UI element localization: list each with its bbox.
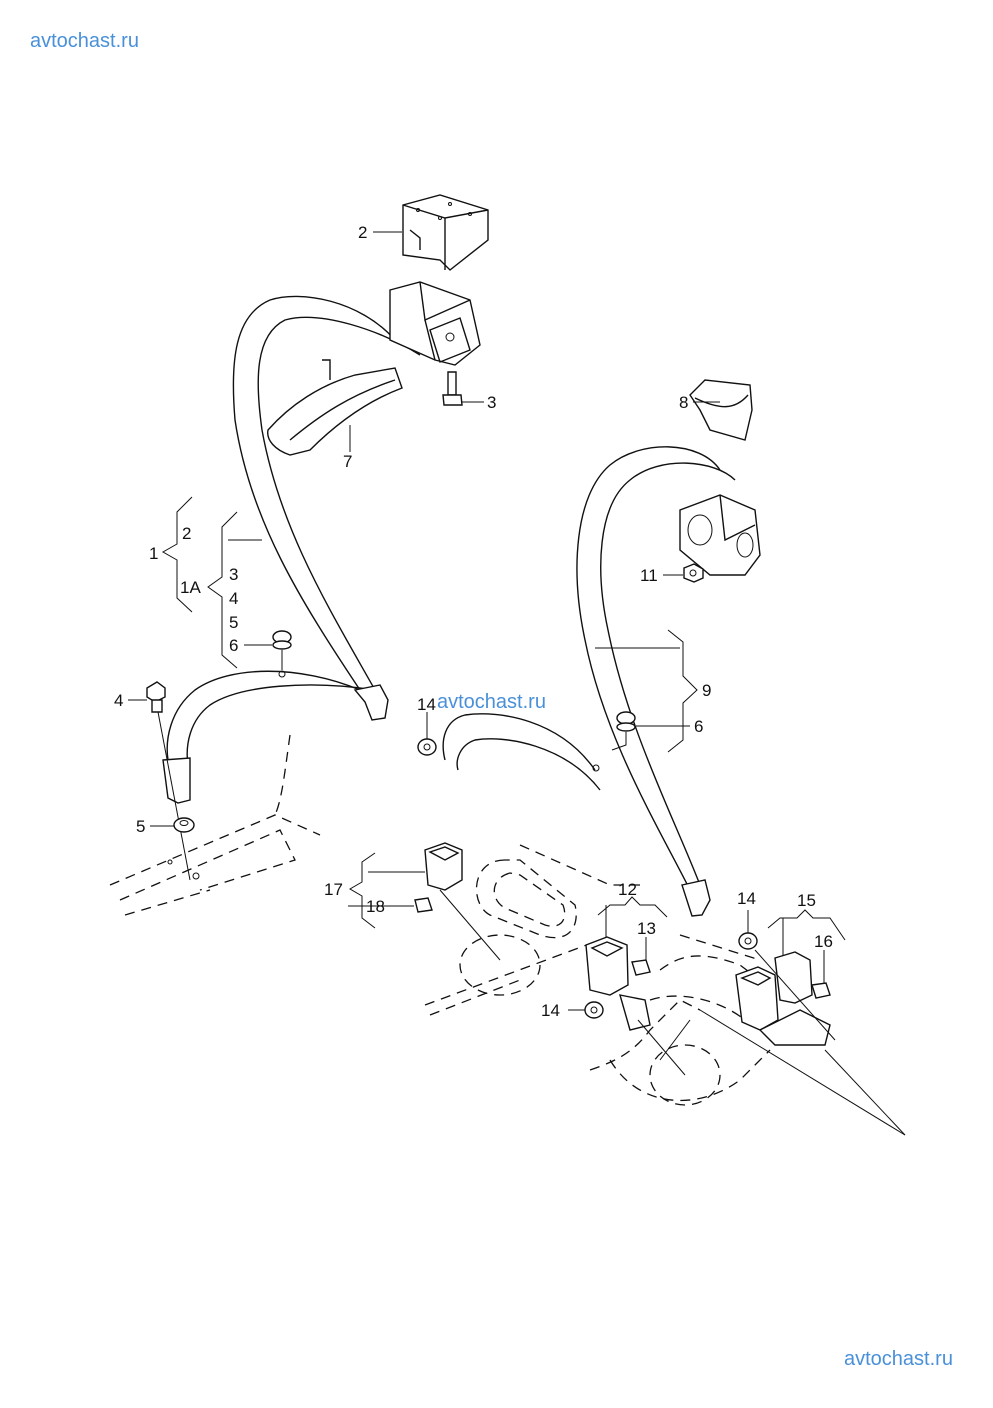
callout-1-group-2: 2	[182, 524, 191, 543]
part-15-double-buckle	[735, 949, 836, 1046]
callout-1a: 1A	[180, 578, 201, 597]
callout-8: 8	[679, 393, 688, 412]
part-16-connector	[811, 982, 831, 999]
callout-6-left: 6	[229, 636, 238, 655]
callout-18: 18	[366, 897, 385, 916]
floor-outline-right	[589, 934, 906, 1136]
part-11-nut	[683, 563, 704, 583]
part-12-buckle	[585, 936, 686, 1076]
callout-1a-group-5: 5	[229, 613, 238, 632]
part-6-clip-right	[611, 711, 636, 751]
watermark-link-middle[interactable]: avtochast.ru	[437, 691, 546, 713]
part-14-nut-left	[584, 1001, 604, 1019]
part-retractor-right	[679, 494, 761, 576]
watermark-link-top[interactable]: avtochast.ru	[30, 30, 139, 52]
callout-14-right: 14	[737, 889, 756, 908]
part-13-connector	[631, 959, 651, 976]
callout-16: 16	[814, 932, 833, 951]
callout-1a-group-3: 3	[229, 565, 238, 584]
callout-3: 3	[487, 393, 496, 412]
callout-13: 13	[637, 919, 656, 938]
callout-1: 1	[149, 544, 158, 563]
callout-6-right: 6	[694, 717, 703, 736]
callout-11: 11	[640, 566, 658, 585]
part-7-trim	[267, 359, 403, 456]
part-2-retractor-cover	[402, 194, 489, 271]
callout-15: 15	[797, 891, 816, 910]
watermark-link-bottom[interactable]: avtochast.ru	[844, 1348, 953, 1370]
part-14-nut-right	[738, 932, 758, 950]
part-5-washer	[167, 817, 200, 880]
part-8-guide	[689, 379, 753, 441]
floor-outline-left	[109, 734, 321, 916]
callout-12: 12	[618, 880, 637, 899]
part-6-clip-left	[272, 630, 292, 670]
part-3-bolt	[442, 371, 463, 406]
callout-1a-group-4: 4	[229, 589, 238, 608]
callout-5: 5	[136, 817, 145, 836]
part-17-buckle	[424, 842, 501, 961]
part-18-connector	[414, 897, 433, 913]
callout-14-left: 14	[541, 1001, 560, 1020]
callout-7: 7	[343, 452, 352, 471]
callout-2: 2	[358, 223, 367, 242]
part-4-bolt	[146, 681, 191, 881]
part-14-nut-mid	[417, 738, 437, 756]
callout-9: 9	[702, 681, 711, 700]
callout-17: 17	[324, 880, 343, 899]
left-belt	[162, 295, 421, 804]
floor-outline-center	[424, 844, 640, 1016]
part-retractor-left	[389, 281, 481, 366]
callout-14-mid: 14	[417, 695, 436, 714]
leader-lines	[128, 231, 846, 1011]
right-belt	[442, 446, 736, 917]
callout-labels: 2 3 7 8 11 1 2 1A 3 4 5 6 4 5 9 6 14 17 …	[114, 223, 833, 1020]
callout-4: 4	[114, 691, 123, 710]
